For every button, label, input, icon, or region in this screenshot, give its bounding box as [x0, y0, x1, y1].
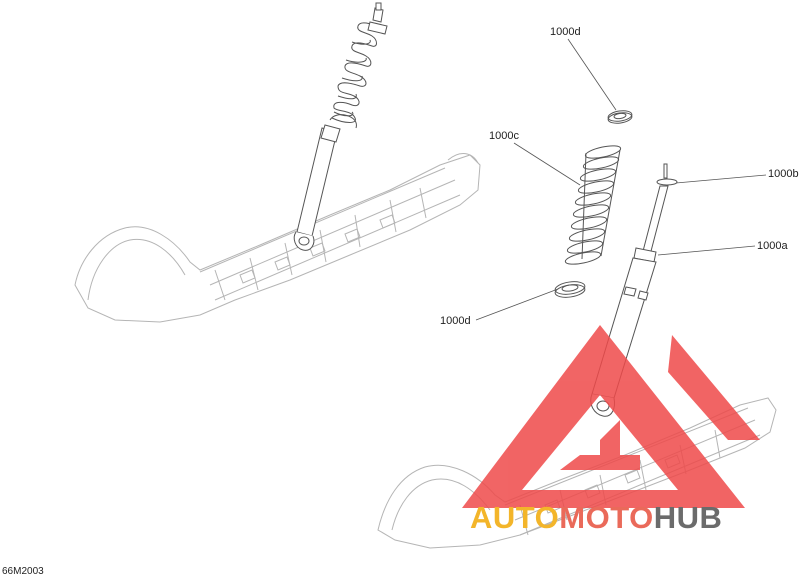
- callout-1000a: 1000a: [757, 240, 788, 252]
- spring-1000c: [564, 145, 622, 265]
- leader-lines: [475, 38, 767, 321]
- watermark-auto: AUTO: [470, 500, 560, 535]
- figure-id: 66M2003: [2, 566, 44, 577]
- assembled-shock-left: [293, 2, 388, 251]
- ski-left: [74, 153, 481, 323]
- watermark-logo: [462, 325, 760, 508]
- collar-1000b: [656, 178, 678, 186]
- washer-bottom-1000d: [554, 281, 586, 298]
- callout-1000d-bottom: 1000d: [440, 315, 471, 327]
- watermark-moto: MOTO: [559, 500, 654, 535]
- washer-top-1000d: [607, 110, 633, 124]
- watermark-hub: HUB: [653, 500, 723, 535]
- callout-1000c: 1000c: [489, 130, 519, 142]
- watermark-text: AUTOMOTOHUB: [470, 500, 722, 536]
- callout-1000b: 1000b: [768, 168, 799, 180]
- callout-1000d-top: 1000d: [550, 26, 581, 38]
